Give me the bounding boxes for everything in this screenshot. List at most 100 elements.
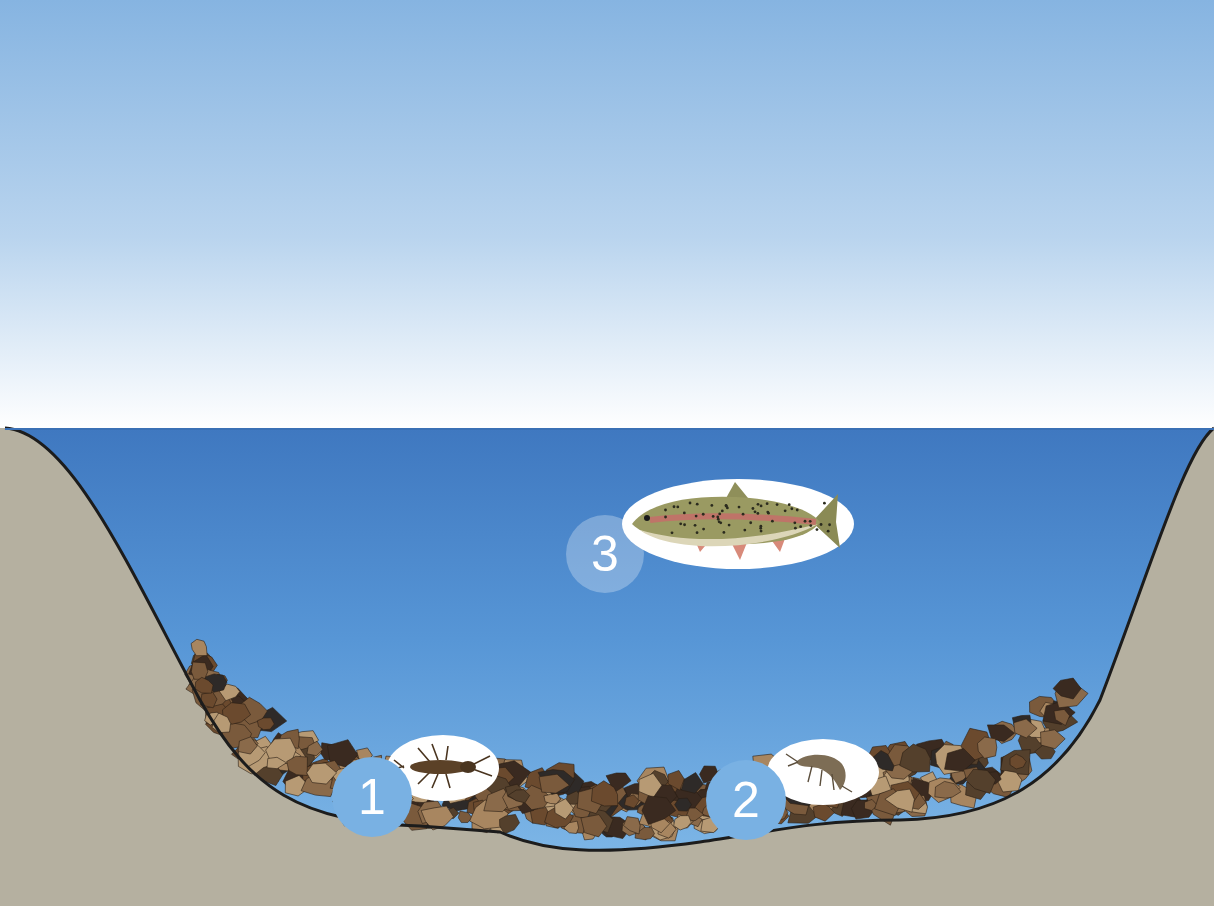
trout-spot: [712, 515, 715, 518]
circle-fill: [332, 757, 412, 837]
trout-spot: [718, 512, 721, 515]
trout-spot: [679, 522, 682, 525]
trout-spot: [673, 505, 676, 508]
trout-spot: [784, 509, 787, 512]
rock: [500, 814, 520, 833]
rock: [674, 816, 692, 830]
rock: [625, 795, 640, 808]
rock: [195, 677, 213, 693]
trout-spot: [664, 509, 667, 512]
trout-spot: [689, 502, 692, 505]
trout-spots: [664, 502, 831, 535]
trout-spot: [717, 518, 720, 521]
rock: [928, 778, 960, 803]
trout-spot: [816, 528, 819, 531]
rock: [1041, 730, 1066, 749]
water-surface: [5, 428, 1214, 430]
trout-spot: [749, 521, 752, 524]
trout-spot: [771, 520, 774, 523]
rock: [538, 770, 575, 795]
trout-spot: [742, 513, 745, 516]
rock: [508, 790, 530, 803]
trout-spot: [793, 521, 796, 524]
trout-spot: [725, 505, 728, 508]
trout-spot: [738, 506, 741, 509]
rock: [257, 718, 274, 730]
rock: [287, 756, 308, 775]
circle-fill: [566, 515, 644, 593]
rock: [591, 781, 617, 806]
trout-eye: [644, 515, 650, 521]
trout-spot: [790, 507, 793, 510]
rock: [966, 769, 996, 793]
trout-belly: [640, 524, 818, 546]
rock: [544, 793, 561, 804]
trout-spot: [809, 524, 812, 527]
rock: [642, 796, 676, 825]
trout-spot: [743, 529, 746, 532]
trout-spot: [664, 516, 667, 519]
water: [5, 428, 1214, 850]
rock: [191, 639, 207, 655]
trout-spot: [696, 503, 699, 506]
trout-spot: [788, 503, 791, 506]
rock: [238, 737, 257, 754]
rock: [1010, 754, 1026, 769]
trout-spot: [683, 511, 686, 514]
callout-circle: 3: [566, 515, 644, 593]
trout-spot: [683, 523, 686, 526]
callout-number: 1: [358, 772, 386, 822]
trout-spot: [799, 525, 802, 528]
trout-spot: [823, 502, 826, 505]
trout-spot: [722, 531, 725, 534]
rock: [639, 773, 662, 797]
ground: [0, 428, 1214, 906]
trout-spot: [804, 520, 807, 523]
trout-spot: [759, 525, 762, 528]
callout-number: 2: [732, 775, 760, 825]
trout-spot: [828, 523, 831, 526]
sky: [0, 0, 1214, 430]
amphipod-legs: [786, 754, 852, 792]
trout-spot: [766, 502, 769, 505]
rock: [1054, 709, 1070, 725]
trout-spot: [718, 520, 721, 523]
rock: [191, 662, 208, 679]
rock: [539, 774, 569, 793]
trout-spot: [710, 504, 713, 507]
rock: [681, 773, 703, 794]
rock: [1053, 678, 1081, 699]
rock: [935, 781, 961, 798]
rock: [885, 789, 915, 812]
trout-spot: [725, 504, 728, 507]
rock: [945, 748, 976, 771]
channel-outline: [5, 428, 1214, 850]
callout-circle: 1: [332, 757, 412, 837]
rock: [581, 815, 607, 837]
trout-spot: [766, 511, 769, 514]
rock: [564, 821, 579, 833]
circle-fill: [706, 760, 786, 840]
trout-spot: [796, 509, 799, 512]
trout-spot: [760, 530, 763, 533]
trout-picture: [622, 479, 854, 569]
rock: [1014, 719, 1037, 738]
callout-number: 3: [591, 529, 619, 579]
rock: [267, 757, 286, 768]
larva-head: [460, 761, 476, 773]
trout-spot: [695, 515, 698, 518]
trout-spot: [676, 506, 679, 509]
trout-spot: [696, 531, 699, 534]
picture-oval: [622, 479, 854, 569]
rock: [307, 741, 323, 756]
trout-spot: [671, 531, 674, 534]
trout-spot: [728, 524, 731, 527]
trout-spot: [694, 524, 697, 527]
rock: [624, 817, 641, 834]
trout-spot: [702, 528, 705, 531]
trout-spot: [702, 513, 705, 516]
trout-spot: [809, 520, 812, 523]
